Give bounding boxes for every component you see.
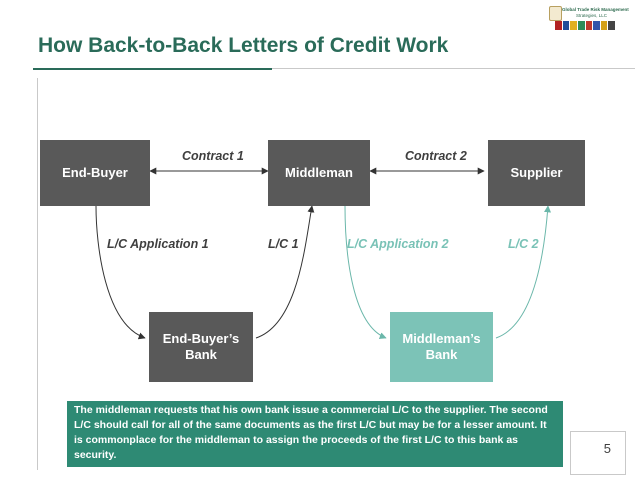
page-number-frame	[570, 431, 626, 475]
lc-application2-arrow	[344, 205, 387, 339]
logo-emblem-icon	[549, 6, 562, 21]
lc-application2-label: L/C Application 2	[347, 237, 449, 251]
lc2-arrow	[495, 205, 552, 339]
contract1-label: Contract 1	[182, 149, 244, 163]
company-logo: Global Trade Risk Management Strategies,…	[549, 4, 629, 34]
lc2-label: L/C 2	[508, 237, 539, 251]
middlemans-bank-box: Middleman’s Bank	[390, 312, 493, 382]
title-underline	[33, 68, 272, 70]
left-margin-rule	[37, 78, 38, 470]
supplier-box: Supplier	[488, 140, 585, 206]
end-buyers-bank-label: End-Buyer’s Bank	[162, 331, 240, 362]
page-number: 5	[603, 441, 611, 456]
lc1-label: L/C 1	[268, 237, 299, 251]
contract2-label: Contract 2	[405, 149, 467, 163]
supplier-label: Supplier	[510, 165, 563, 180]
explanation-note: The middleman requests that his own bank…	[67, 401, 563, 467]
middlemans-bank-label: Middleman’s Bank	[402, 331, 481, 362]
lc-application1-arrow	[95, 205, 146, 340]
lc1-arrow	[255, 205, 315, 339]
logo-flags-strip	[555, 21, 615, 30]
end-buyer-box: End-Buyer	[40, 140, 150, 206]
end-buyer-label: End-Buyer	[62, 165, 128, 180]
logo-company-name: Global Trade Risk Management	[562, 7, 629, 12]
page-title: How Back-to-Back Letters of Credit Work	[38, 34, 449, 57]
logo-company-suffix: Strategies, LLC	[575, 13, 608, 18]
middleman-box: Middleman	[268, 140, 370, 206]
title-rule	[272, 68, 635, 69]
lc-application1-label: L/C Application 1	[107, 237, 209, 251]
end-buyers-bank-box: End-Buyer’s Bank	[149, 312, 253, 382]
middleman-label: Middleman	[285, 165, 353, 180]
